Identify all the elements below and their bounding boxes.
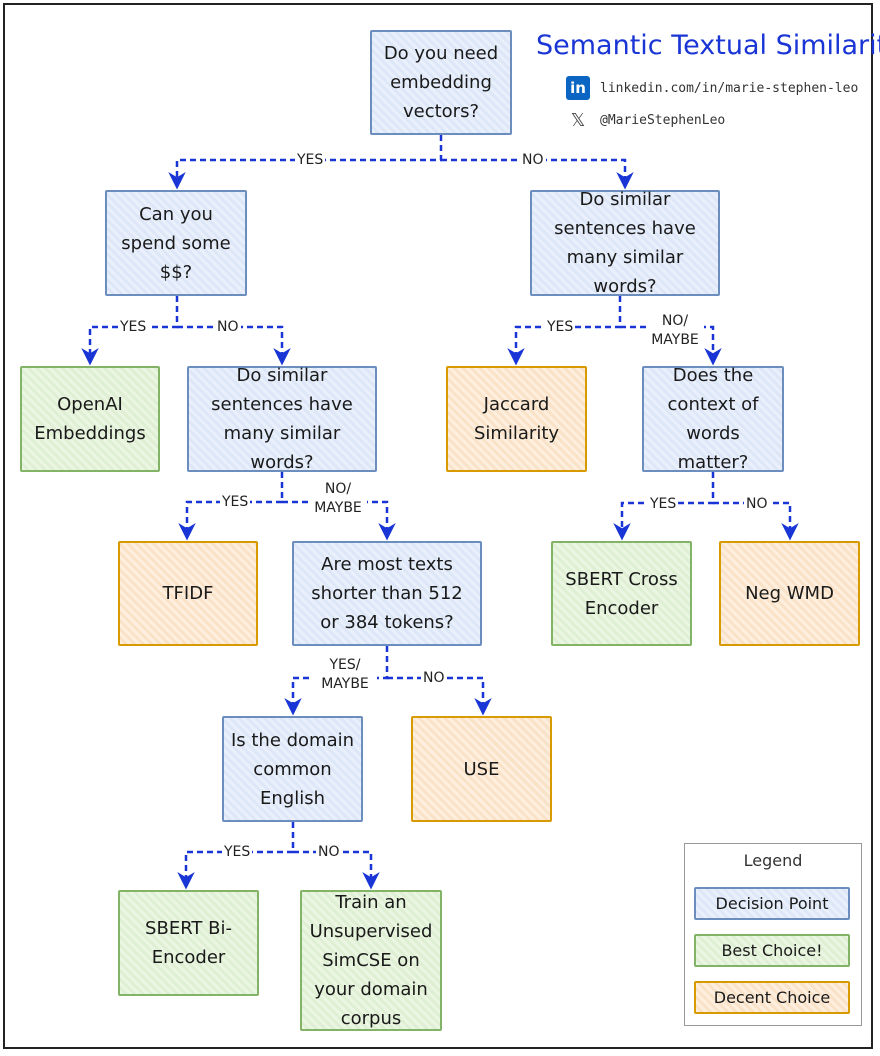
edge-similar-left-to-tfidf — [178, 472, 284, 541]
legend-decision-point: Decision Point — [694, 887, 850, 920]
legend-title: Legend — [743, 851, 803, 870]
x-handle[interactable]: @MarieStephenLeo — [600, 112, 726, 128]
edge-spend-to-similar-left — [177, 325, 291, 366]
diagram-title: Semantic Textual Similarity — [536, 30, 880, 61]
edge-context-to-negwmd — [713, 501, 799, 541]
edge-label-no: NO — [744, 496, 770, 512]
edge-texts-to-use — [387, 676, 492, 716]
result-simcse: Train an Unsupervised SimCSE on your dom… — [300, 890, 442, 1031]
diagram-frame — [3, 3, 873, 1049]
legend: Legend Decision Point Best Choice! Decen… — [684, 843, 862, 1026]
edge-label-no-maybe: NO/ MAYBE — [646, 312, 704, 350]
decision-domain-english: Is the domain common English — [222, 716, 363, 822]
decision-spend-money: Can you spend some $$? — [105, 190, 247, 296]
decision-need-embeddings: Do you need embedding vectors? — [370, 30, 512, 135]
edge-label-no: NO — [520, 152, 546, 168]
edge-label-no: NO — [421, 670, 447, 686]
result-openai-embeddings: OpenAI Embeddings — [20, 366, 160, 472]
edge-need-to-similar-right — [441, 158, 634, 190]
result-sbert-bi-encoder: SBERT Bi-Encoder — [118, 890, 259, 996]
edge-context-to-sbert-cross — [613, 472, 715, 541]
result-sbert-cross-encoder: SBERT Cross Encoder — [551, 541, 692, 646]
result-tfidf: TFIDF — [118, 541, 258, 646]
edge-label-no: NO — [316, 844, 342, 860]
edge-label-no-maybe: NO/ MAYBE — [309, 480, 367, 518]
edge-label-yes: YES — [648, 496, 679, 512]
x-row[interactable]: 𝕏 @MarieStephenLeo — [566, 107, 726, 133]
edge-label-yes: YES — [220, 494, 251, 510]
linkedin-handle[interactable]: linkedin.com/in/marie-stephen-leo — [600, 80, 859, 96]
decision-similar-words-right: Do similar sentences have many similar w… — [530, 189, 720, 297]
x-icon[interactable]: 𝕏 — [570, 109, 586, 131]
result-use: USE — [411, 716, 552, 822]
edge-label-yes: YES — [545, 319, 576, 335]
edge-label-no: NO — [215, 319, 241, 335]
edge-label-yes: YES — [295, 152, 326, 168]
legend-decent-choice: Decent Choice — [694, 981, 850, 1014]
linkedin-row[interactable]: in linkedin.com/in/marie-stephen-leo — [566, 75, 858, 101]
decision-context-matter: Does the context of words matter? — [642, 365, 784, 473]
linkedin-icon[interactable]: in — [566, 76, 590, 100]
legend-best-choice: Best Choice! — [694, 934, 850, 967]
edge-label-yes-maybe: YES/ MAYBE — [313, 656, 377, 694]
decision-similar-words-left: Do similar sentences have many similar w… — [187, 365, 377, 473]
edge-texts-to-domain — [284, 646, 389, 716]
edge-label-yes: YES — [222, 844, 253, 860]
decision-texts-short: Are most texts shorter than 512 or 384 t… — [292, 541, 482, 646]
result-jaccard-similarity: Jaccard Similarity — [446, 366, 587, 472]
edge-need-to-spend — [168, 135, 443, 190]
result-neg-wmd: Neg WMD — [719, 541, 860, 646]
edge-label-yes: YES — [118, 319, 149, 335]
